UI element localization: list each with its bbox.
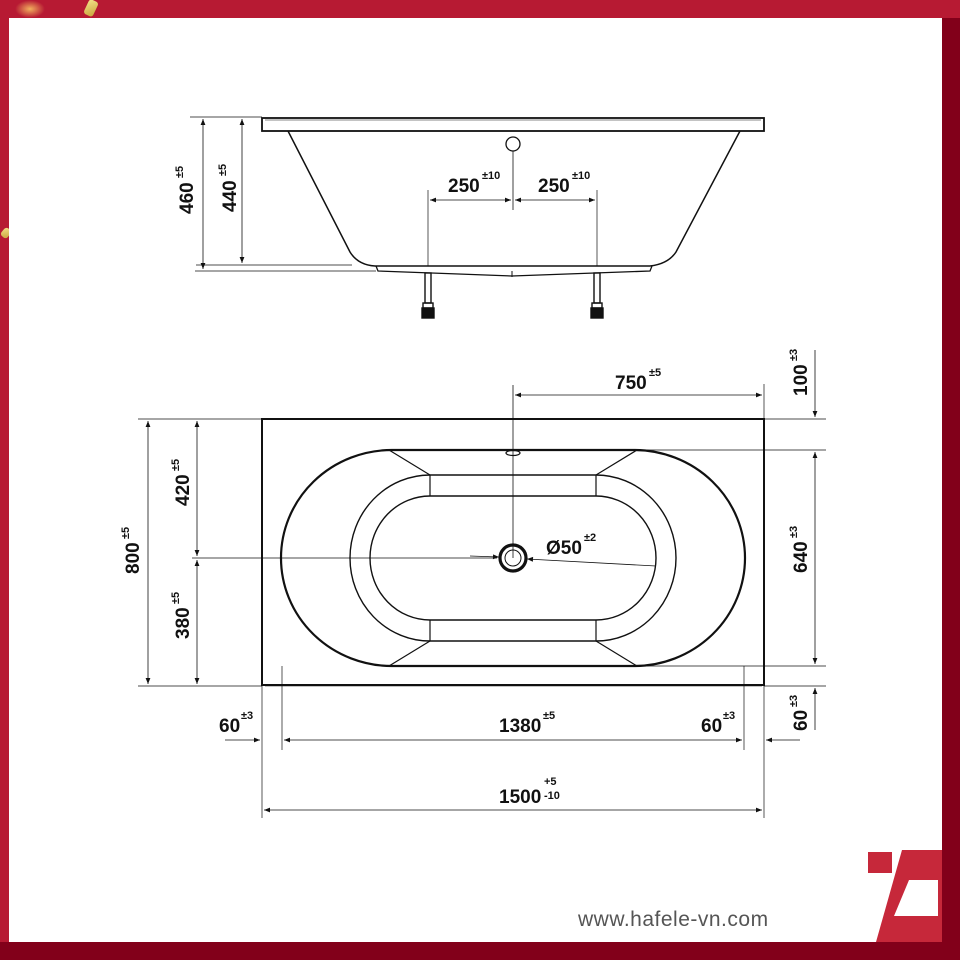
side-view-labels: 460 ±5 440 ±5 250 ±10 250 ±10 [174, 164, 590, 214]
tol-rim-top: ±3 [788, 349, 800, 361]
dim-inner-length: 1380 [499, 716, 541, 737]
dim-leg-left: 250 [448, 176, 480, 197]
tol-upper-half: ±5 [170, 459, 182, 471]
hafele-logo-icon [862, 846, 942, 942]
dim-total-length: 1500 [499, 787, 541, 808]
top-view [138, 350, 826, 818]
side-view [190, 116, 765, 319]
right-leg-icon [590, 272, 604, 319]
drawing-sheet [9, 18, 943, 942]
tol-total-width: ±5 [120, 527, 132, 539]
tol-leg-left: ±10 [482, 170, 500, 182]
tol-total-length-minus: -10 [544, 790, 560, 802]
tol-inner-length: ±5 [543, 710, 555, 722]
tol-total-length-plus: +5 [544, 776, 557, 788]
tol-rim-left: ±3 [241, 710, 253, 722]
tol-total-height: ±5 [174, 166, 186, 178]
dim-total-width: 800 [123, 542, 144, 574]
dim-rim-right: 60 [701, 716, 722, 737]
tol-drain-offset: ±5 [649, 367, 661, 379]
tol-lower-half: ±5 [170, 592, 182, 604]
dim-rim-top: 100 [791, 364, 812, 396]
left-leg-icon [421, 272, 435, 319]
dim-upper-half: 420 [173, 474, 194, 506]
tol-drain-diameter: ±2 [584, 532, 596, 544]
tol-inner-width: ±3 [788, 526, 800, 538]
top-view-labels: 750 ±5 100 ±3 640 ±3 60 ±3 800 ±5 420 ±5… [120, 349, 812, 808]
dim-drain-offset: 750 [615, 373, 647, 394]
dim-leg-right: 250 [538, 176, 570, 197]
dim-inner-width: 640 [791, 541, 812, 573]
dim-rim-bottom: 60 [791, 710, 812, 731]
tol-inner-height: ±5 [217, 164, 229, 176]
dim-lower-half: 380 [173, 607, 194, 639]
website-url: www.hafele-vn.com [578, 908, 769, 931]
dim-total-height: 460 [177, 182, 198, 214]
dim-drain-diameter: Ø50 [546, 538, 582, 559]
frame-top [0, 0, 960, 18]
dim-inner-height: 440 [220, 180, 241, 212]
tol-rim-right: ±3 [723, 710, 735, 722]
decorative-glow [15, 0, 45, 18]
tol-leg-right: ±10 [572, 170, 590, 182]
frame-bottom [0, 942, 960, 960]
tol-rim-bottom: ±3 [788, 695, 800, 707]
dim-rim-left: 60 [219, 716, 240, 737]
frame-right [942, 18, 960, 942]
